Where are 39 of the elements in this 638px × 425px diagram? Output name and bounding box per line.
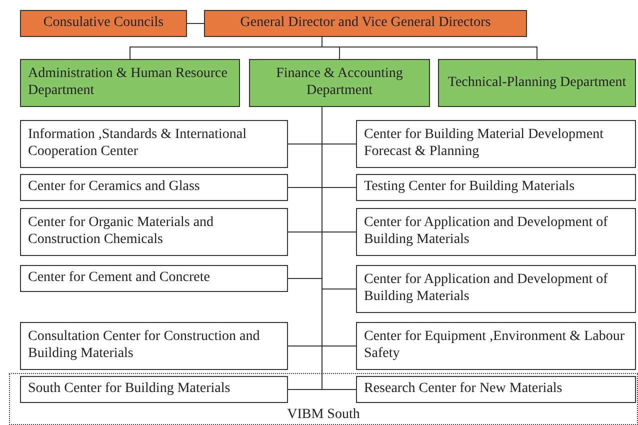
unit-name: Center for Application and Development of Building Materials [364, 215, 609, 249]
unit-name: Information ,Standards & International Cooperation Center [28, 127, 248, 161]
center-box [356, 120, 636, 168]
center-box [20, 376, 288, 403]
center-box [20, 120, 288, 168]
department-box [438, 59, 636, 107]
unit-name: Administration & Human Resource Department [28, 66, 228, 100]
connector-line [322, 106, 356, 390]
leadership-box [20, 10, 187, 37]
leadership-box [204, 10, 527, 37]
unit-name: Testing Center for Building Materials [364, 179, 576, 196]
unit-name: Center for Cement and Concrete [28, 270, 211, 287]
department-box [249, 59, 430, 107]
connector-line [322, 36, 538, 60]
center-box [20, 265, 288, 292]
center-box [356, 376, 636, 403]
unit-name: Center for Organic Materials and Construction Chemicals [28, 215, 215, 249]
unit-name: Consulative Councils [42, 15, 165, 32]
center-box [356, 322, 636, 370]
unit-name: General Director and Vice General Directors [239, 15, 492, 32]
region-label: VIBM South [286, 407, 361, 424]
unit-name: Center for Equipment ,Environment & Labour Safety [364, 329, 626, 363]
department-box [20, 59, 240, 107]
center-box [356, 208, 636, 256]
unit-name: Center for Application and Development of Building Materials [364, 272, 609, 306]
center-box [356, 174, 636, 201]
center-box [356, 265, 636, 313]
connector-line [186, 23, 204, 24]
unit-name: Center for Building Material Development Forecast & Planning [364, 127, 604, 161]
unit-name: Technical-Planning Department [446, 74, 628, 92]
unit-name: Center for Ceramics and Glass [28, 179, 201, 196]
region-frame [9, 373, 638, 425]
unit-name: South Center for Building Materials [28, 381, 232, 398]
unit-name: Research Center for New Materials [364, 381, 564, 398]
unit-name: Consultation Center for Construction and Building Materials [28, 329, 261, 363]
center-box [20, 322, 288, 370]
center-box [20, 208, 288, 256]
center-box [20, 174, 288, 201]
unit-name: Finance & Accounting Department [275, 66, 404, 100]
